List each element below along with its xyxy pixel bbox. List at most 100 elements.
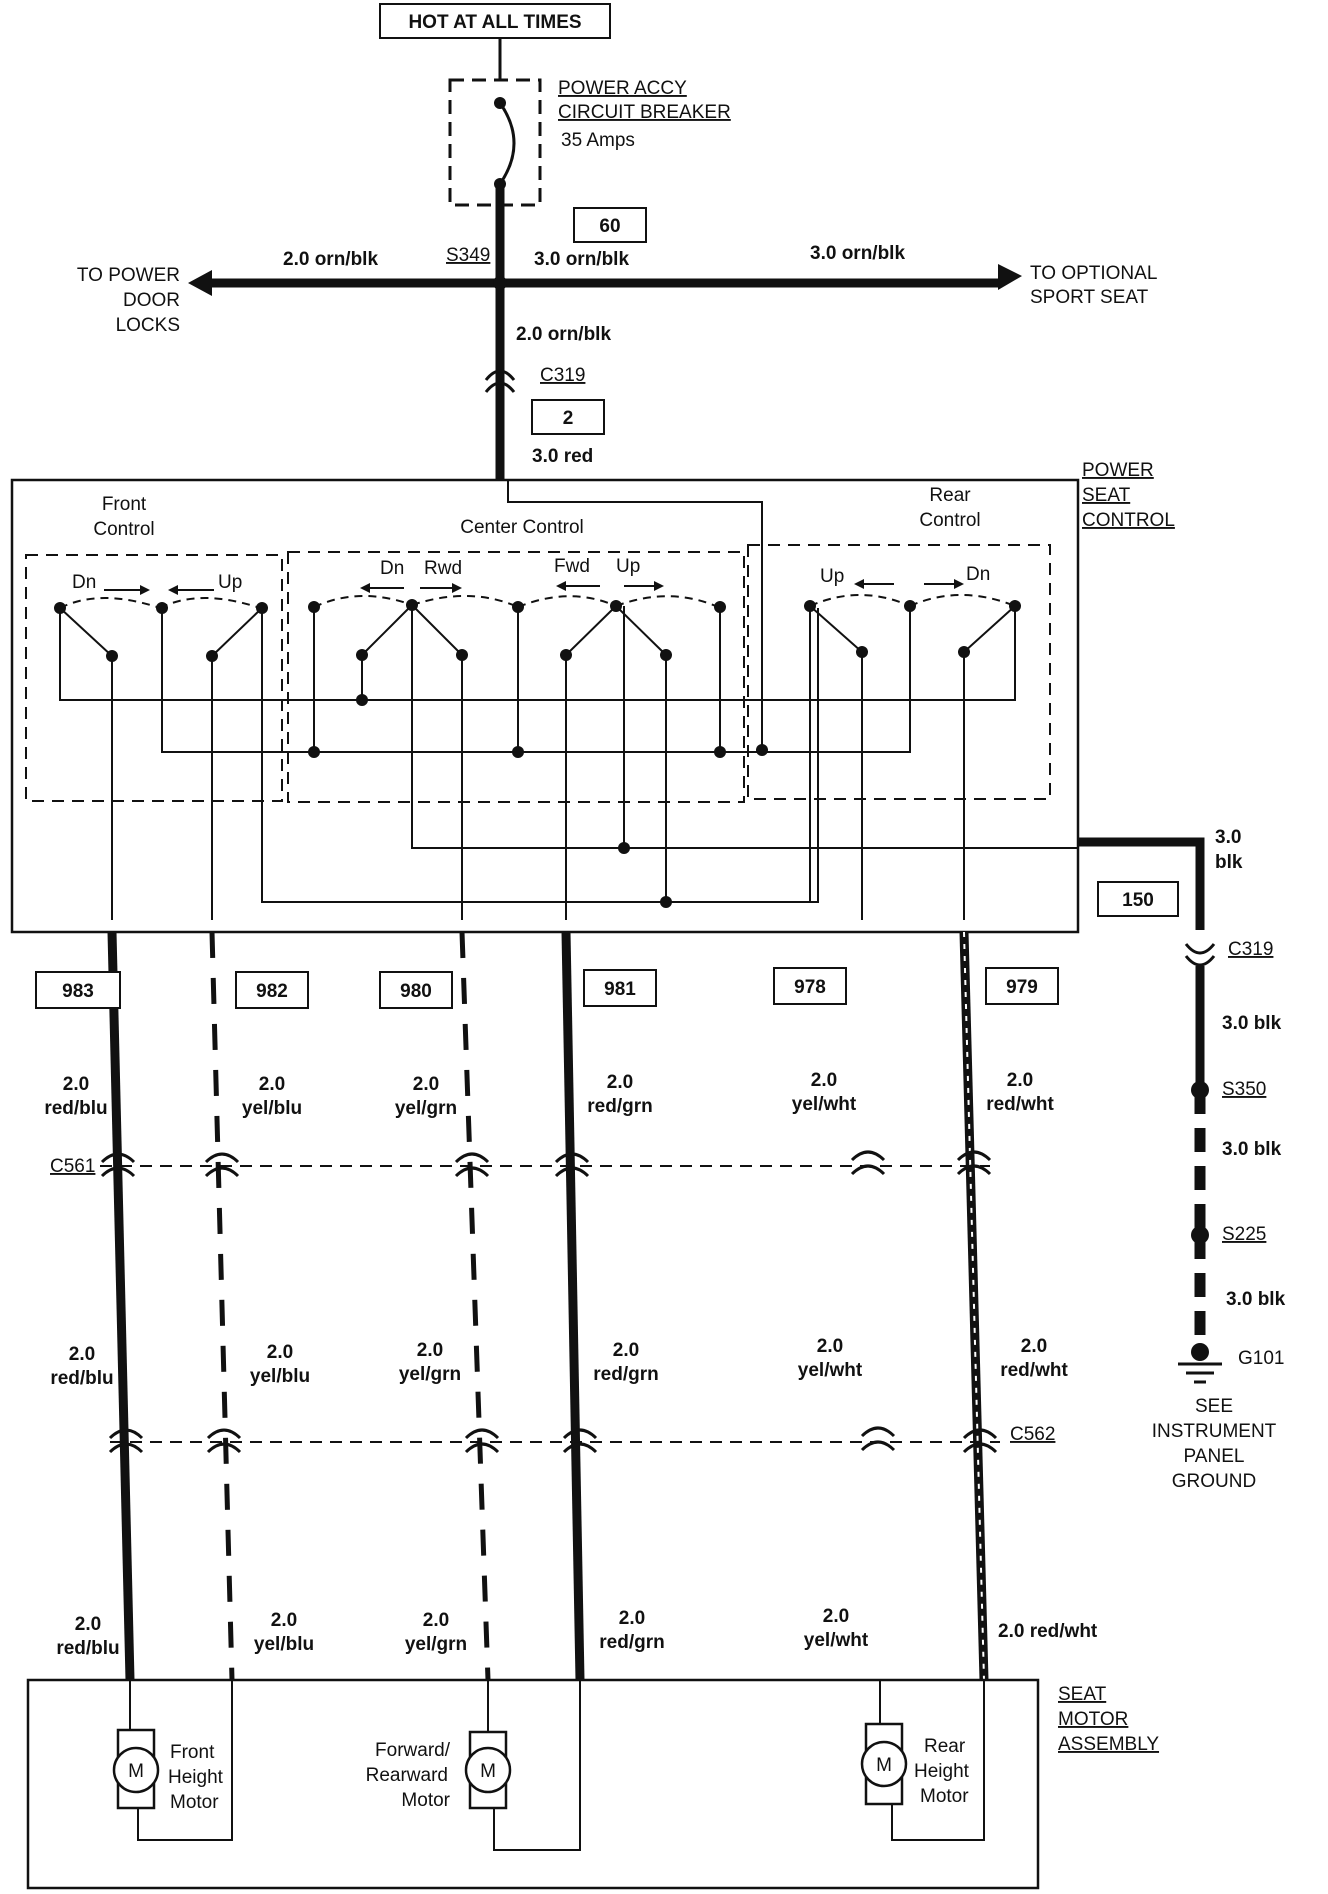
svg-text:yel/grn: yel/grn [405, 1634, 467, 1655]
connector-c319-top-symbol [484, 369, 516, 393]
front-motor-line3: Motor [170, 1792, 219, 1813]
svg-text:2.0: 2.0 [413, 1074, 439, 1095]
ground-see-line3: PANEL [1184, 1446, 1245, 1467]
svg-text:2.0: 2.0 [1021, 1336, 1047, 1357]
ground-g101-dot [1191, 1343, 1209, 1361]
circuit-979-box [985, 967, 1059, 1005]
ground-blk-label-1: 3.0 blk [1222, 1013, 1282, 1034]
svg-text:yel/grn: yel/grn [395, 1098, 457, 1119]
dest-right-line2: SPORT SEAT [1030, 287, 1149, 308]
splice-s350-label: S350 [1222, 1079, 1266, 1100]
arrow-right-icon [998, 264, 1022, 290]
rear-switch-group [809, 594, 1016, 920]
rear-motor-symbol: M [876, 1755, 892, 1776]
front-motor-symbol: M [128, 1761, 144, 1782]
svg-text:2.0: 2.0 [613, 1340, 639, 1361]
front-up-arrowhead [168, 585, 178, 595]
fwd-motor-line1: Forward/ [375, 1740, 451, 1761]
front-motor-line1: Front [170, 1742, 215, 1763]
svg-text:yel/blu: yel/blu [242, 1098, 302, 1119]
wire-red-label: 3.0 red [532, 446, 593, 467]
svg-text:2.0: 2.0 [271, 1610, 297, 1631]
center-up-label: Up [616, 556, 640, 577]
rear-up-arrowhead [854, 579, 864, 589]
harness-wires [107, 931, 989, 1681]
front-dn-arrowhead [140, 585, 150, 595]
svg-text:yel/wht: yel/wht [792, 1094, 857, 1115]
svg-text:red/wht: red/wht [1000, 1360, 1068, 1381]
circuit-150-label: 150 [1122, 890, 1154, 911]
fwd-motor-icon [464, 1746, 512, 1794]
sma-title-line3: ASSEMBLY [1058, 1734, 1159, 1755]
connector-c319-top-label: C319 [540, 365, 585, 386]
svg-text:yel/blu: yel/blu [250, 1366, 310, 1387]
circuit-breaker-symbol [448, 78, 542, 207]
center-dn-label: Dn [380, 558, 404, 579]
svg-text:red/grn: red/grn [599, 1632, 664, 1653]
center-up-arrowhead [654, 581, 664, 591]
power-seat-control-box [10, 478, 1080, 934]
connector-c319-right-label: C319 [1228, 939, 1273, 960]
center-switch-nodes [308, 599, 768, 908]
connector-c562-label: C562 [1010, 1424, 1055, 1445]
svg-text:red/blu: red/blu [44, 1098, 107, 1119]
svg-text:2.0 red/wht: 2.0 red/wht [998, 1621, 1098, 1642]
svg-text:yel/blu: yel/blu [254, 1634, 314, 1655]
circuit-981-label: 981 [604, 979, 636, 1000]
front-control-dashed-box [25, 554, 283, 802]
wire-right-label: 3.0 orn/blk [810, 243, 905, 264]
psc-title-line1: POWER [1082, 460, 1154, 481]
front-dn-label: Dn [72, 572, 96, 593]
svg-text:2.0: 2.0 [267, 1342, 293, 1363]
circuit-980-label: 980 [400, 981, 432, 1002]
front-motor-line2: Height [168, 1767, 224, 1788]
svg-text:2.0: 2.0 [823, 1606, 849, 1627]
front-motor-wiring [129, 1680, 233, 1841]
rear-motor-wiring [879, 1680, 985, 1841]
dest-left-line1: TO POWER [77, 265, 180, 286]
front-switch-group [59, 597, 1016, 920]
fwd-motor-line3: Motor [401, 1790, 450, 1811]
ground-icon [1178, 1362, 1222, 1384]
svg-text:red/grn: red/grn [593, 1364, 658, 1385]
center-control-label: Center Control [460, 517, 584, 538]
svg-text:yel/wht: yel/wht [804, 1630, 869, 1651]
svg-text:red/grn: red/grn [587, 1096, 652, 1117]
wire-left-label: 2.0 orn/blk [283, 249, 378, 270]
splice-s349-dot [493, 276, 507, 290]
rear-motor-line1: Rear [924, 1736, 966, 1757]
circuit-982-label: 982 [256, 981, 288, 1002]
svg-text:yel/wht: yel/wht [798, 1360, 863, 1381]
svg-text:2.0: 2.0 [1007, 1070, 1033, 1091]
dest-left-line3: LOCKS [116, 315, 180, 336]
circuit-2-label: 2 [563, 408, 574, 429]
rear-control-line2: Control [919, 510, 980, 531]
splice-s225-label: S225 [1222, 1224, 1266, 1245]
ground-wire-blk [1078, 837, 1205, 930]
svg-text:yel/grn: yel/grn [399, 1364, 461, 1385]
breaker-title-line2: CIRCUIT BREAKER [558, 102, 731, 123]
connector-c561-symbols [100, 1150, 992, 1178]
rear-control-dashed-box [747, 544, 1051, 800]
circuit-980-box [379, 971, 453, 1009]
circuit-983-box [35, 971, 121, 1009]
rear-switch-nodes [804, 600, 1021, 658]
center-rwd-arrowhead [452, 583, 462, 593]
rear-motor-line3: Motor [920, 1786, 969, 1807]
front-switch-nodes [54, 602, 268, 662]
svg-text:red/blu: red/blu [56, 1638, 119, 1659]
connector-c561-label: C561 [50, 1156, 95, 1177]
ground-wire-color-label: blk [1215, 852, 1243, 873]
sma-title-line2: MOTOR [1058, 1709, 1128, 1730]
svg-text:2.0: 2.0 [259, 1074, 285, 1095]
front-control-line1: Front [102, 494, 147, 515]
svg-text:2.0: 2.0 [417, 1340, 443, 1361]
center-rwd-label: Rwd [424, 558, 462, 579]
connector-c562-symbols [108, 1426, 998, 1454]
circuit-979-label: 979 [1006, 977, 1038, 998]
center-fwd-label: Fwd [554, 556, 590, 577]
rear-control-line1: Rear [929, 485, 971, 506]
dest-right-line1: TO OPTIONAL [1030, 263, 1157, 284]
circuit-978-label: 978 [794, 977, 826, 998]
